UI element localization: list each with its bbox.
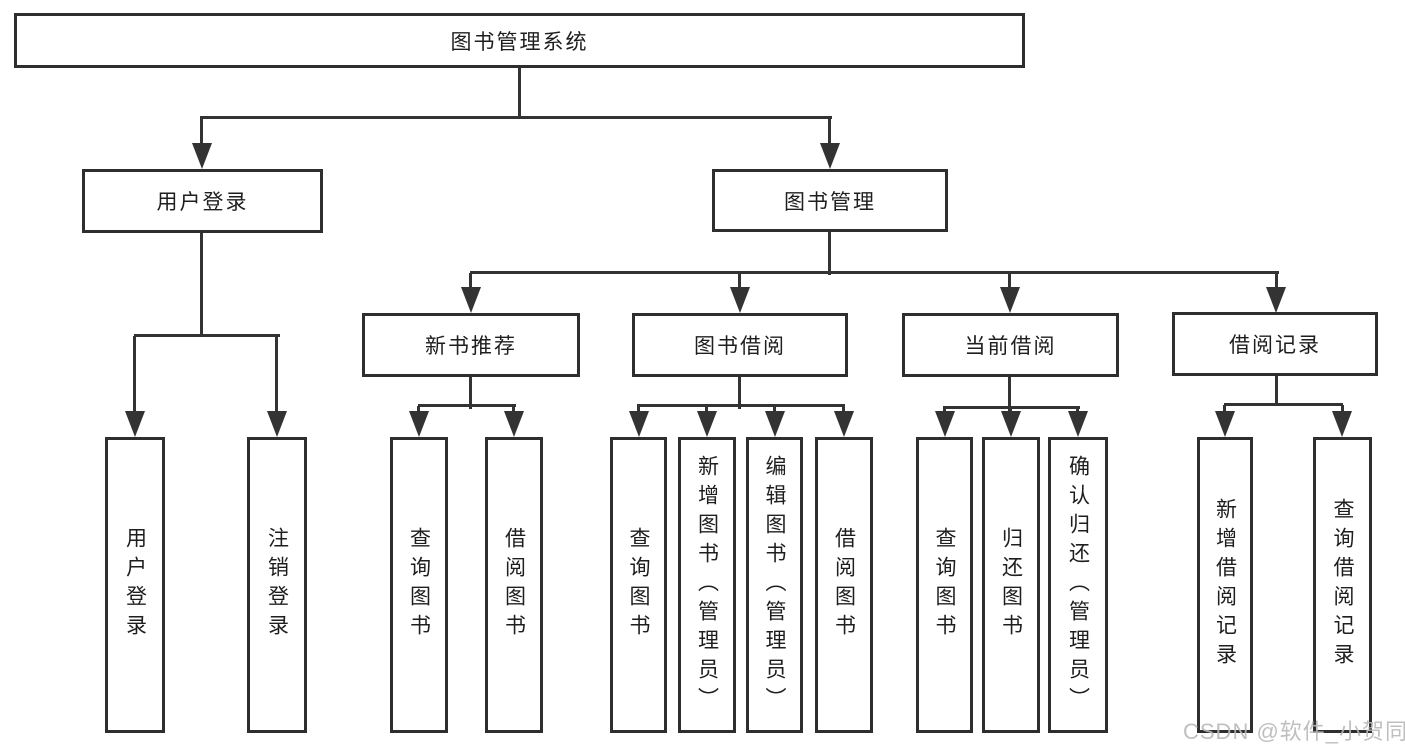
node-borrow-records: 借阅记录 <box>1172 312 1378 376</box>
connector-line <box>518 68 521 118</box>
arrow-down-icon <box>1266 287 1286 313</box>
leaf-query-books-borrow: 查询图书 <box>610 437 667 733</box>
watermark: CSDN @软件_小贺同学 <box>1183 719 1405 744</box>
arrow-down-icon <box>1000 287 1020 313</box>
arrow-down-icon <box>1215 411 1235 437</box>
leaf-logout-label: 注销登录 <box>265 527 289 643</box>
leaf-logout: 注销登录 <box>247 437 307 733</box>
node-root-label: 图书管理系统 <box>450 30 589 54</box>
leaf-query-books-current-label: 查询图书 <box>933 527 956 643</box>
arrow-down-icon <box>697 411 717 437</box>
arrow-down-icon <box>461 287 481 313</box>
connector-line <box>1275 273 1278 293</box>
arrow-down-icon <box>409 411 429 437</box>
connector-line <box>1008 273 1011 293</box>
leaf-return-books: 归还图书 <box>982 437 1040 733</box>
leaf-add-borrow-record-label: 新增借阅记录 <box>1213 498 1237 672</box>
arrow-down-icon <box>1332 411 1352 437</box>
node-new-book-recommend: 新书推荐 <box>362 313 580 377</box>
leaf-confirm-return-admin: 确认归还（管理员） <box>1048 437 1108 733</box>
node-current-borrow-label: 当前借阅 <box>964 335 1057 358</box>
node-user-login-label: 用户登录 <box>156 191 249 214</box>
arrow-down-icon <box>820 143 840 169</box>
connector-line <box>828 118 831 148</box>
leaf-return-books-label: 归还图书 <box>999 527 1023 643</box>
node-book-management: 图书管理 <box>712 169 948 232</box>
leaf-add-books-admin-label: 新增图书（管理员） <box>695 454 719 716</box>
connector-line <box>200 233 203 337</box>
node-current-borrow: 当前借阅 <box>902 313 1119 377</box>
leaf-borrow-books-recommend-label: 借阅图书 <box>502 527 526 643</box>
node-new-book-recommend-label: 新书推荐 <box>425 335 517 358</box>
connector-line <box>134 334 280 337</box>
node-book-borrow: 图书借阅 <box>632 313 848 377</box>
leaf-add-books-admin: 新增图书（管理员） <box>678 437 736 733</box>
connector-line <box>1341 405 1344 416</box>
leaf-query-books-recommend-label: 查询图书 <box>407 527 431 643</box>
leaf-query-borrow-record-label: 查询借阅记录 <box>1331 498 1354 672</box>
arrow-down-icon <box>834 411 854 437</box>
connector-line <box>738 377 741 409</box>
arrow-down-icon <box>765 411 785 437</box>
node-book-borrow-label: 图书借阅 <box>694 335 786 358</box>
leaf-borrow-books-recommend: 借阅图书 <box>485 437 543 733</box>
connector-line <box>200 116 832 119</box>
leaf-edit-books-admin: 编辑图书（管理员） <box>746 437 803 733</box>
connector-line <box>1224 403 1343 406</box>
connector-line <box>1008 377 1011 411</box>
connector-line <box>470 271 1279 274</box>
connector-line <box>469 273 472 293</box>
arrow-down-icon <box>267 411 287 437</box>
node-user-login: 用户登录 <box>82 169 323 233</box>
leaf-query-borrow-record: 查询借阅记录 <box>1313 437 1372 733</box>
leaf-user-login-label: 用户登录 <box>123 527 147 643</box>
connector-line <box>943 406 1080 409</box>
connector-line <box>133 336 136 414</box>
leaf-query-books-borrow-label: 查询图书 <box>627 527 650 643</box>
node-book-management-label: 图书管理 <box>784 190 876 214</box>
arrow-down-icon <box>730 287 750 313</box>
leaf-edit-books-admin-label: 编辑图书（管理员） <box>763 454 786 716</box>
leaf-borrow-books-borrow: 借阅图书 <box>815 437 873 733</box>
leaf-borrow-books-borrow-label: 借阅图书 <box>832 527 856 643</box>
arrow-down-icon <box>1001 411 1021 437</box>
arrow-down-icon <box>125 411 145 437</box>
connector-line <box>418 404 516 407</box>
connector-line <box>637 404 845 407</box>
leaf-query-books-current: 查询图书 <box>916 437 973 733</box>
leaf-confirm-return-admin-label: 确认归还（管理员） <box>1066 454 1090 716</box>
arrow-down-icon <box>1068 411 1088 437</box>
arrow-down-icon <box>935 411 955 437</box>
arrow-down-icon <box>629 411 649 437</box>
leaf-query-books-recommend: 查询图书 <box>390 437 448 733</box>
arrow-down-icon <box>504 411 524 437</box>
connector-line <box>200 118 203 148</box>
node-borrow-records-label: 借阅记录 <box>1229 334 1321 357</box>
connector-line <box>1223 405 1226 416</box>
connector-line <box>469 377 472 409</box>
leaf-user-login: 用户登录 <box>105 437 165 733</box>
arrow-down-icon <box>192 143 212 169</box>
connector-line <box>738 273 741 293</box>
node-root: 图书管理系统 <box>14 13 1025 68</box>
connector-line <box>828 232 831 275</box>
connector-line <box>275 336 278 414</box>
connector-line <box>1275 376 1278 405</box>
leaf-add-borrow-record: 新增借阅记录 <box>1197 437 1253 733</box>
